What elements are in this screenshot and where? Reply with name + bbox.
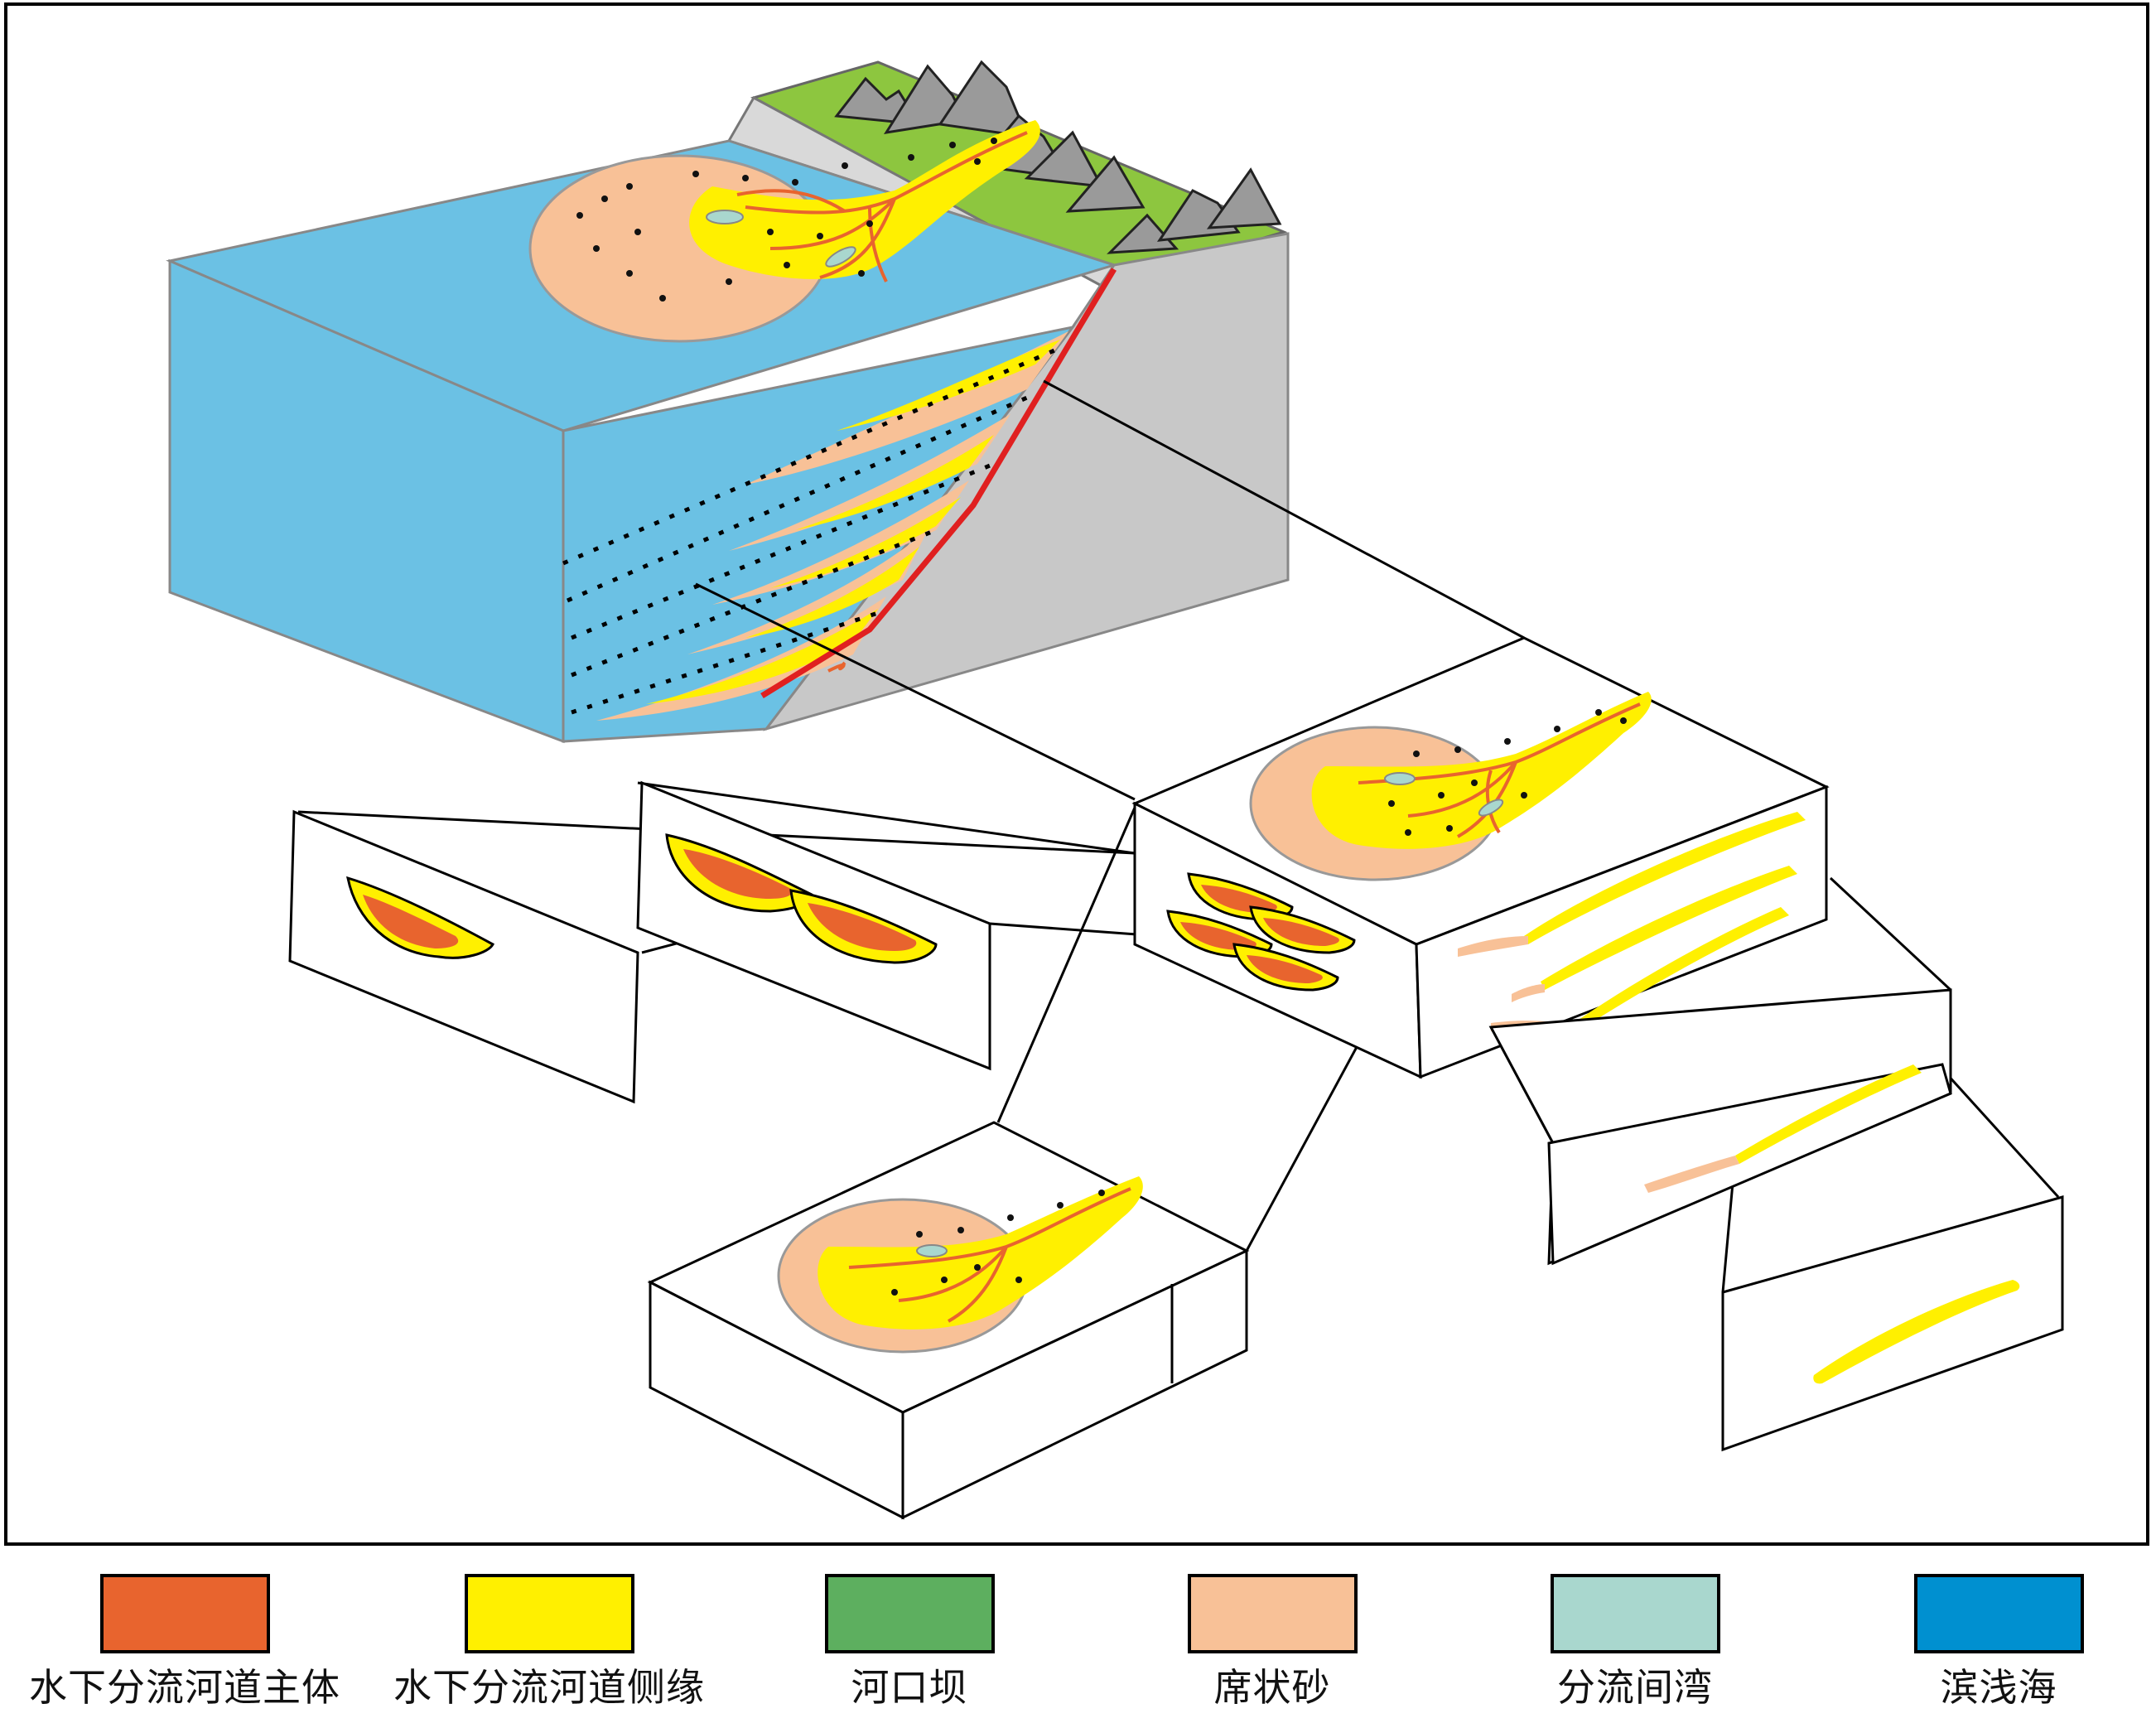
legend-label: 滨浅海	[1940, 1665, 2057, 1710]
legend-item-mouth-bar: 河口坝	[744, 1574, 1075, 1713]
legend-item-sheet-sand: 席状砂	[1107, 1574, 1438, 1713]
section-panel-two-channels	[636, 780, 991, 1071]
mountains-icon	[834, 60, 1282, 254]
legend: 水下分流河道主体 水下分流河道侧缘 河口坝 席状砂 分流间湾 滨浅海	[0, 1574, 2156, 1723]
legend-label: 席状砂	[1213, 1665, 1331, 1710]
block-left-face	[168, 258, 565, 744]
channel-margin-swatch-icon	[464, 1574, 634, 1653]
legend-item-channel-margin: 水下分流河道侧缘	[383, 1574, 715, 1713]
sheet-sand-strip	[1813, 1280, 2020, 1384]
delta-fan-central	[1249, 692, 1652, 881]
channel-main-swatch-icon	[99, 1574, 270, 1653]
connector-lines	[297, 379, 2060, 1293]
sheet-sand-strip	[1644, 1156, 1739, 1193]
mouth-bar-swatch-icon	[824, 1574, 995, 1653]
channel-lens-icon	[789, 889, 938, 964]
sheet-sand-swatch-icon	[1187, 1574, 1358, 1653]
lower-left-block	[647, 1121, 1250, 1520]
sheet-sand-strips	[1458, 812, 1806, 1034]
legend-label: 水下分流河道主体	[29, 1665, 340, 1710]
right-panel-upper	[1488, 988, 1952, 1266]
legend-item-channel-main: 水下分流河道主体	[19, 1574, 350, 1713]
interdistributary-bay-swatch-icon	[1550, 1574, 1720, 1653]
legend-item-interdistributary-bay: 分流间湾	[1469, 1574, 1801, 1713]
delta-fan-main	[528, 120, 1040, 343]
delta-fan-lower	[777, 1176, 1143, 1354]
block-right-side	[763, 232, 1290, 731]
delta-block-diagram	[166, 60, 2064, 1520]
central-block	[1131, 636, 1830, 1079]
sheet-sand-strip	[1735, 1064, 1922, 1164]
main-block	[166, 60, 1290, 744]
stacked-channels	[1166, 872, 1356, 992]
section-panel-single-channel	[288, 809, 639, 1104]
legend-item-shallow-sea: 滨浅海	[1833, 1574, 2156, 1713]
legend-label: 水下分流河道侧缘	[393, 1665, 705, 1710]
legend-label: 河口坝	[851, 1665, 968, 1710]
cross-section-sand-lobes	[596, 331, 1068, 721]
legend-label: 分流间湾	[1557, 1665, 1713, 1710]
shallow-sea-swatch-icon	[1913, 1574, 2084, 1653]
dotted-horizons	[562, 345, 1061, 715]
right-panel-lower	[1721, 1195, 2064, 1452]
channel-lens-icon	[346, 876, 494, 959]
